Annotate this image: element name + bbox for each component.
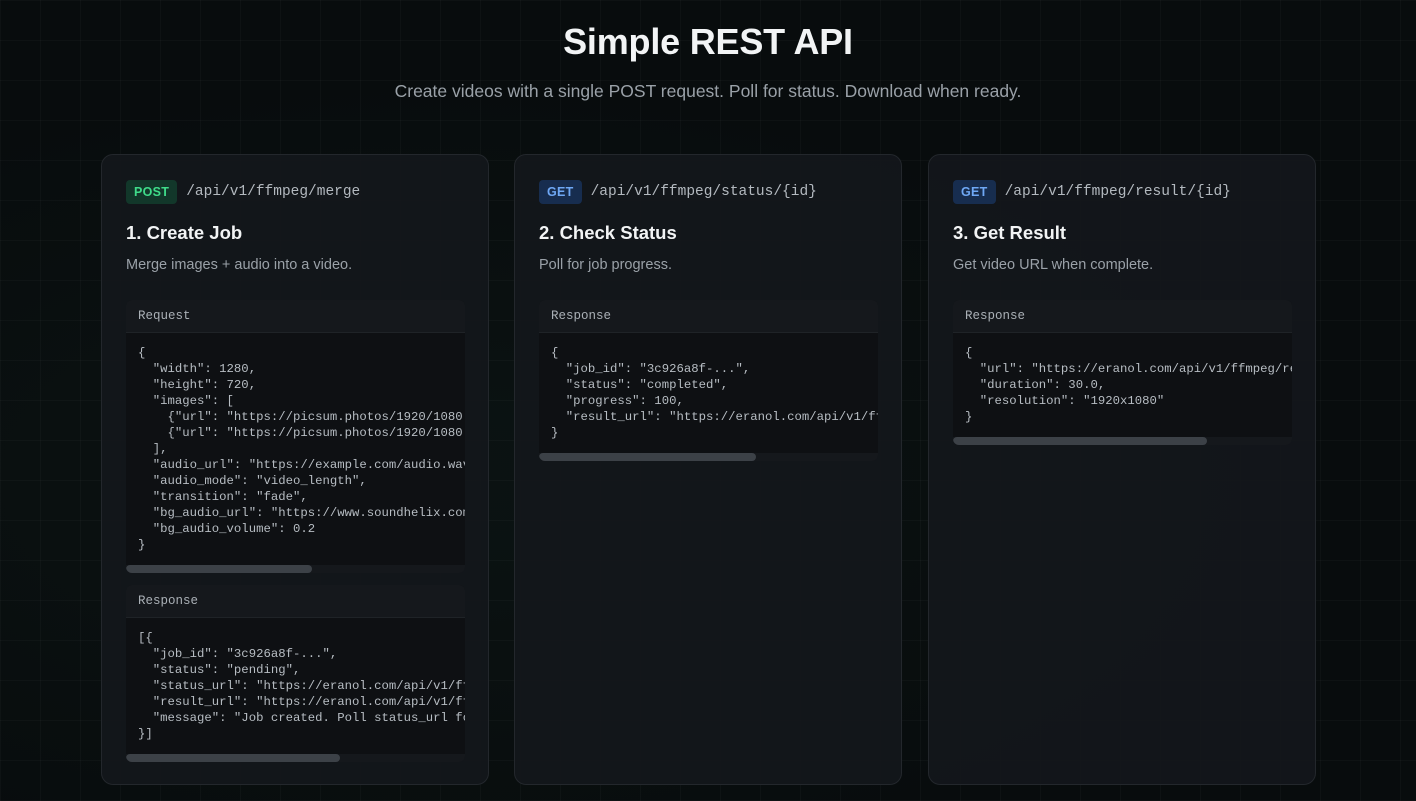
step-title: 1. Create Job — [126, 222, 243, 243]
horizontal-scrollbar[interactable] — [953, 437, 1292, 445]
code-block-label: Response — [953, 300, 1292, 333]
step-title: 3. Get Result — [953, 222, 1067, 243]
step-description: Merge images + audio into a video. — [126, 257, 353, 273]
response-code-block: Response { "job_id": "3c926a8f-...", "st… — [539, 300, 878, 461]
endpoint-path: /api/v1/ffmpeg/merge — [186, 184, 361, 200]
code-block-label: Response — [126, 585, 465, 618]
step-description: Poll for job progress. — [539, 257, 672, 273]
horizontal-scrollbar[interactable] — [539, 453, 878, 461]
horizontal-scrollbar[interactable] — [126, 565, 465, 573]
endpoint: GET /api/v1/ffmpeg/status/{id} — [539, 180, 817, 204]
scrollbar-thumb[interactable] — [953, 437, 1208, 445]
request-code[interactable]: { "width": 1280, "height": 720, "images"… — [138, 346, 465, 552]
endpoint-path: /api/v1/ffmpeg/result/{id} — [1004, 184, 1231, 200]
method-badge-get: GET — [539, 180, 582, 204]
endpoint-path: /api/v1/ffmpeg/status/{id} — [590, 184, 817, 200]
scrollbar-thumb[interactable] — [126, 754, 340, 762]
endpoint: POST /api/v1/ffmpeg/merge — [126, 180, 360, 204]
scrollbar-thumb[interactable] — [539, 453, 756, 461]
response-code[interactable]: { "url": "https://eranol.com/api/v1/ffmp… — [965, 346, 1292, 424]
get-result-card: GET /api/v1/ffmpeg/result/{id} 3. Get Re… — [928, 154, 1316, 785]
page-subtitle: Create videos with a single POST request… — [394, 81, 1022, 101]
scrollbar-thumb[interactable] — [126, 565, 313, 573]
step-description: Get video URL when complete. — [953, 257, 1154, 273]
method-badge-get: GET — [953, 180, 996, 204]
code-block-label: Request — [126, 300, 465, 333]
response-code-block: Response { "url": "https://eranol.com/ap… — [953, 300, 1292, 445]
code-block-label: Response — [539, 300, 878, 333]
horizontal-scrollbar[interactable] — [126, 754, 465, 762]
response-code-block: Response [{ "job_id": "3c926a8f-...", "s… — [126, 585, 465, 762]
response-code[interactable]: [{ "job_id": "3c926a8f-...", "status": "… — [138, 631, 465, 741]
response-code[interactable]: { "job_id": "3c926a8f-...", "status": "c… — [551, 346, 878, 440]
method-badge-post: POST — [126, 180, 178, 204]
step-title: 2. Check Status — [539, 222, 677, 243]
request-code-block: Request { "width": 1280, "height": 720, … — [126, 300, 465, 573]
endpoint: GET /api/v1/ffmpeg/result/{id} — [953, 180, 1231, 204]
create-job-card: POST /api/v1/ffmpeg/merge 1. Create Job … — [101, 154, 489, 785]
page-title: Simple REST API — [563, 21, 853, 62]
check-status-card: GET /api/v1/ffmpeg/status/{id} 2. Check … — [514, 154, 902, 785]
